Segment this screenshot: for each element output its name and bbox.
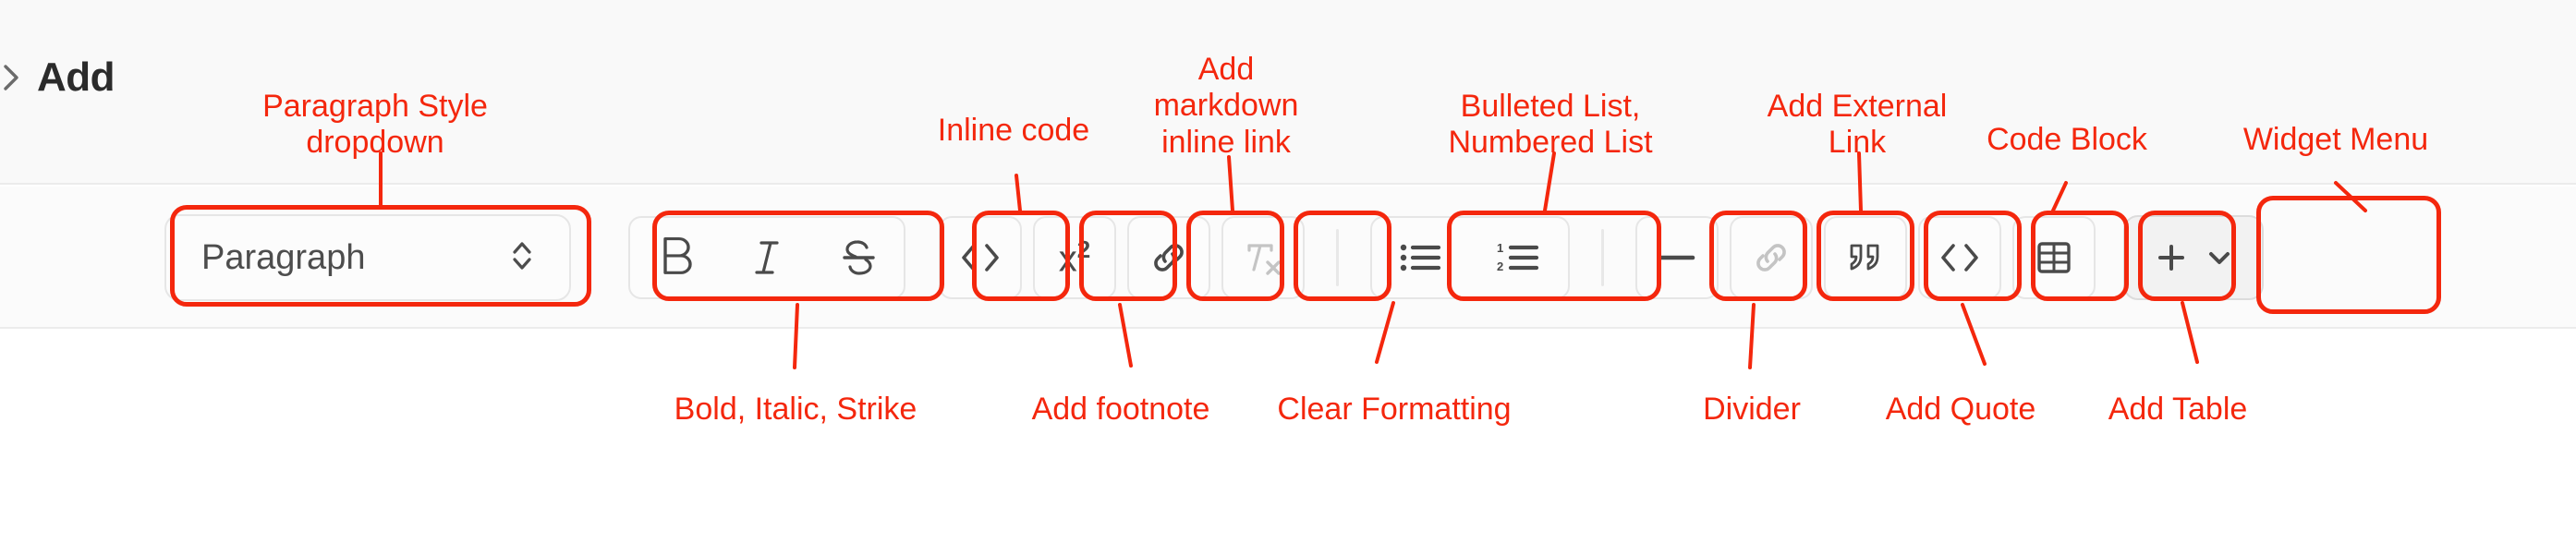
chevron-up-down-icon: [506, 234, 538, 283]
bold-icon: [663, 236, 693, 274]
italic-icon: [755, 241, 779, 274]
link-chain-icon: [1756, 244, 1786, 271]
annotation-label-add-quote: Add Quote: [1885, 392, 2036, 427]
strikethrough-button[interactable]: [812, 218, 904, 297]
paragraph-style-dropdown[interactable]: Paragraph: [164, 214, 571, 301]
add-code-block-button[interactable]: [1918, 216, 2001, 299]
svg-text:1: 1: [1497, 241, 1503, 255]
add-markdown-inline-link-button[interactable]: [1127, 216, 1210, 299]
add-quote-button[interactable]: [1824, 216, 1907, 299]
numbered-list-icon: 1 2: [1497, 241, 1539, 273]
bulleted-list-icon: [1400, 244, 1441, 271]
clear-formatting-button[interactable]: [1221, 216, 1305, 299]
annotation-label-add-footnote: Add footnote: [1031, 392, 1210, 427]
svg-text:2: 2: [1497, 259, 1503, 273]
chevron-down-icon: [2209, 252, 2230, 264]
add-footnote-button[interactable]: x2: [1033, 216, 1116, 299]
annotation-label-clear-formatting: Clear Formatting: [1277, 392, 1512, 427]
clear-formatting-tx-icon: [1247, 244, 1281, 275]
quotation-marks-icon: [1850, 244, 1879, 271]
text-format-group: [628, 216, 905, 299]
page-title: Add: [37, 54, 115, 100]
breadcrumb[interactable]: Add: [0, 57, 115, 98]
table-grid-icon: [2037, 242, 2071, 273]
widget-menu-button[interactable]: [2123, 215, 2264, 300]
annotation-label-add-table: Add Table: [2108, 392, 2248, 427]
plus-icon: [2158, 245, 2184, 271]
add-table-button[interactable]: [2012, 216, 2096, 299]
link-chain-icon: [1154, 244, 1184, 271]
add-divider-button[interactable]: [1635, 216, 1719, 299]
bold-button[interactable]: [630, 218, 722, 297]
bulleted-list-button[interactable]: [1372, 218, 1470, 297]
annotation-label-bold-italic-strike: Bold, Italic, Strike: [674, 392, 917, 427]
add-external-link-button[interactable]: [1730, 216, 1813, 299]
inline-code-button[interactable]: [939, 216, 1022, 299]
toolbar-divider-2: [1601, 229, 1604, 286]
page-header: Add: [0, 0, 2576, 185]
superscript-x2-icon: x2: [1058, 235, 1091, 280]
list-group: 1 2: [1370, 216, 1570, 299]
editor-toolbar-bar: Paragraph: [0, 187, 2576, 329]
code-angle-brackets-icon: [962, 244, 999, 271]
annotation-label-divider: Divider: [1703, 392, 1801, 427]
strikethrough-icon: [842, 240, 875, 275]
chevron-right-icon: [0, 62, 24, 93]
toolbar-divider: [1336, 229, 1339, 286]
italic-button[interactable]: [722, 218, 813, 297]
numbered-list-button[interactable]: 1 2: [1470, 218, 1568, 297]
editor-toolbar: Paragraph: [164, 201, 2264, 314]
paragraph-style-value: Paragraph: [201, 237, 366, 277]
horizontal-rule-icon: [1659, 255, 1695, 260]
code-angle-brackets-icon: [1941, 244, 1978, 271]
